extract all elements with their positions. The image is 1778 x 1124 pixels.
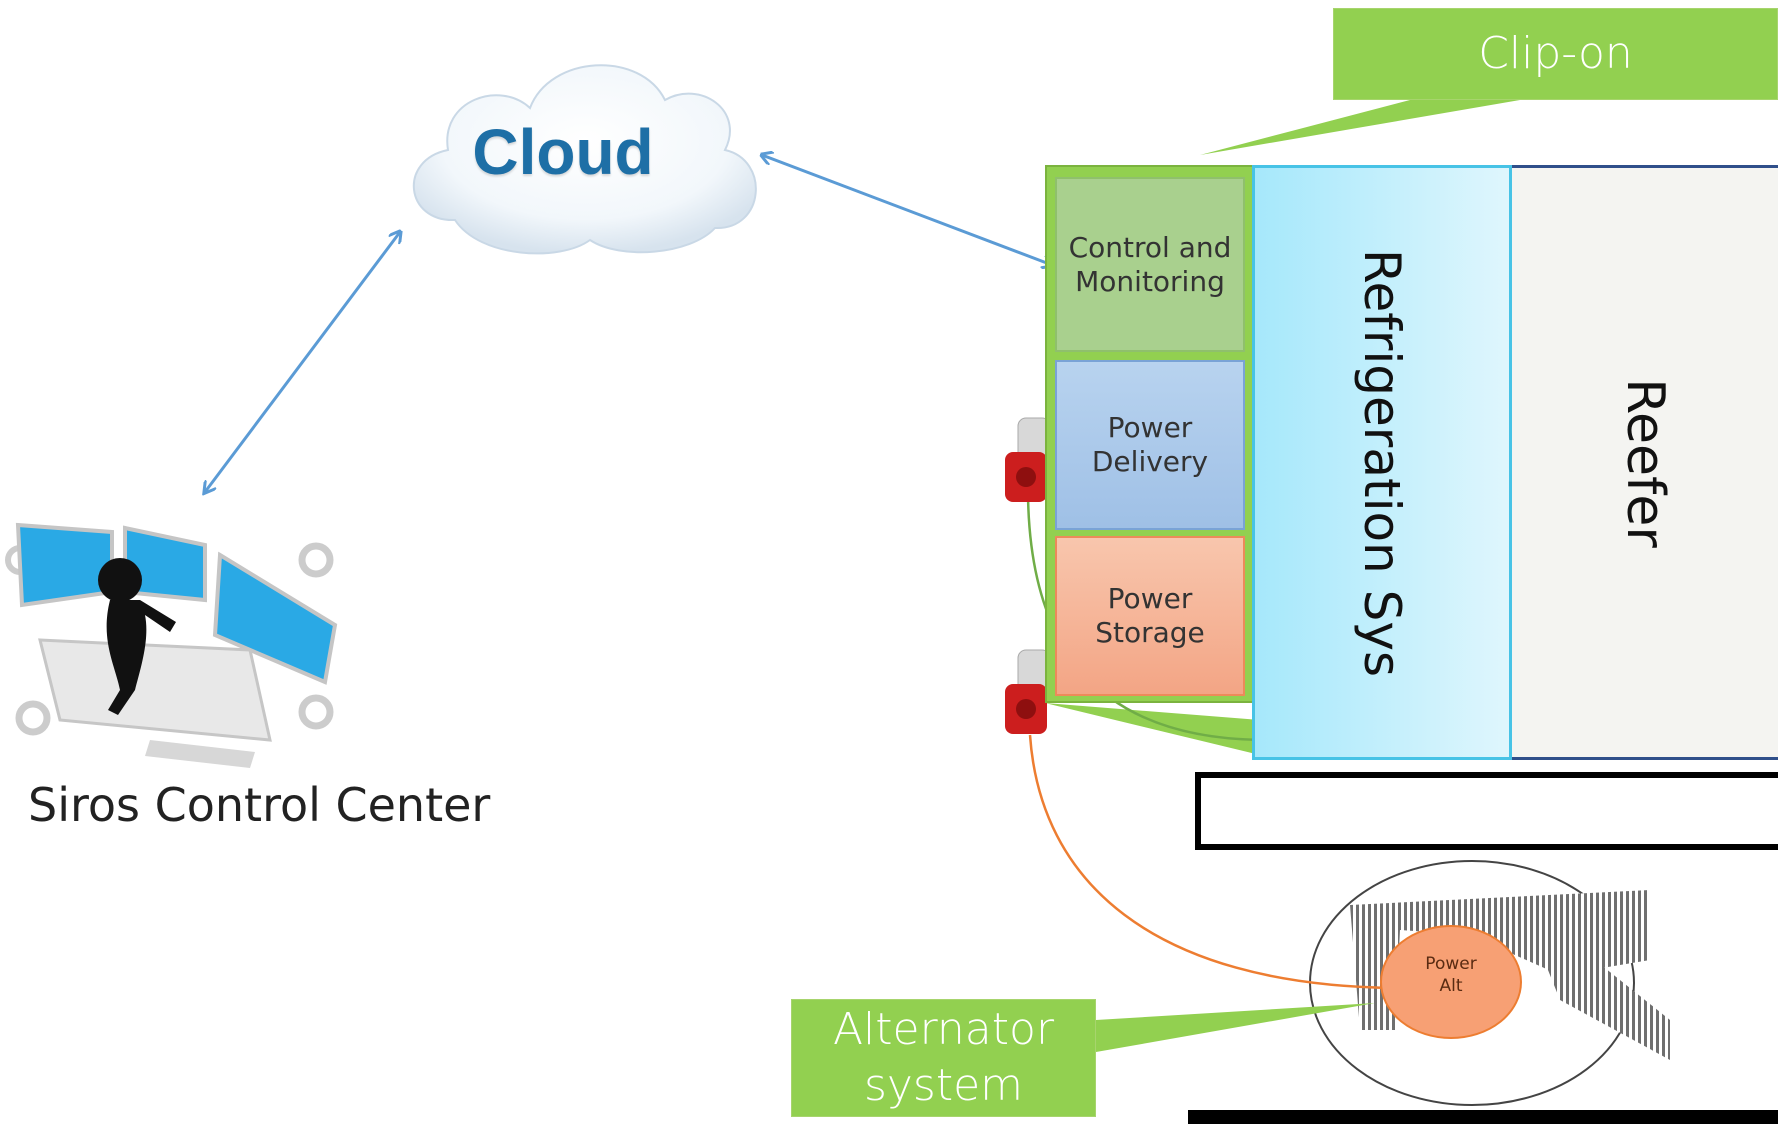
control-monitoring-module: Control and Monitoring <box>1055 177 1245 352</box>
alternator-unit-label: Power Alt <box>1425 954 1477 996</box>
clipon-bottom-wedge <box>1045 703 1260 755</box>
power-delivery-module: Power Delivery <box>1055 360 1245 530</box>
cloud-to-clipon-arrow <box>762 155 1052 265</box>
reefer-box: Reefer <box>1512 165 1778 760</box>
ground-line <box>1188 1110 1778 1124</box>
reefer-label: Reefer <box>1615 377 1675 548</box>
clipon-callout-label: Clip-on <box>1478 28 1633 79</box>
refrigeration-system-box: Refrigeration Sys <box>1252 165 1512 760</box>
chassis-beam <box>1195 772 1778 850</box>
power-plug-icon <box>1005 417 1051 502</box>
clipon-callout: Clip-on <box>1333 8 1778 100</box>
control-center-label: Siros Control Center <box>28 778 491 832</box>
power-plug-icon <box>1005 649 1051 734</box>
orange-cable <box>1028 734 1396 990</box>
operator-workstation-icon <box>5 522 338 768</box>
alternator-callout-label: Alternator system <box>832 1004 1055 1111</box>
power-delivery-label: Power Delivery <box>1091 411 1209 478</box>
refrigeration-system-label: Refrigeration Sys <box>1353 248 1411 677</box>
power-storage-module: Power Storage <box>1055 536 1245 696</box>
clipon-callout-pointer <box>1200 100 1520 155</box>
cloud-icon <box>412 64 757 255</box>
alternator-callout-pointer <box>1096 1003 1375 1052</box>
alternator-callout: Alternator system <box>791 999 1096 1117</box>
alternator-unit <box>1380 925 1522 1039</box>
control-monitoring-label: Control and Monitoring <box>1068 230 1232 298</box>
cloud-label: Cloud <box>472 116 654 188</box>
cloud-to-control-center-arrow <box>205 232 400 492</box>
power-storage-label: Power Storage <box>1095 582 1205 649</box>
